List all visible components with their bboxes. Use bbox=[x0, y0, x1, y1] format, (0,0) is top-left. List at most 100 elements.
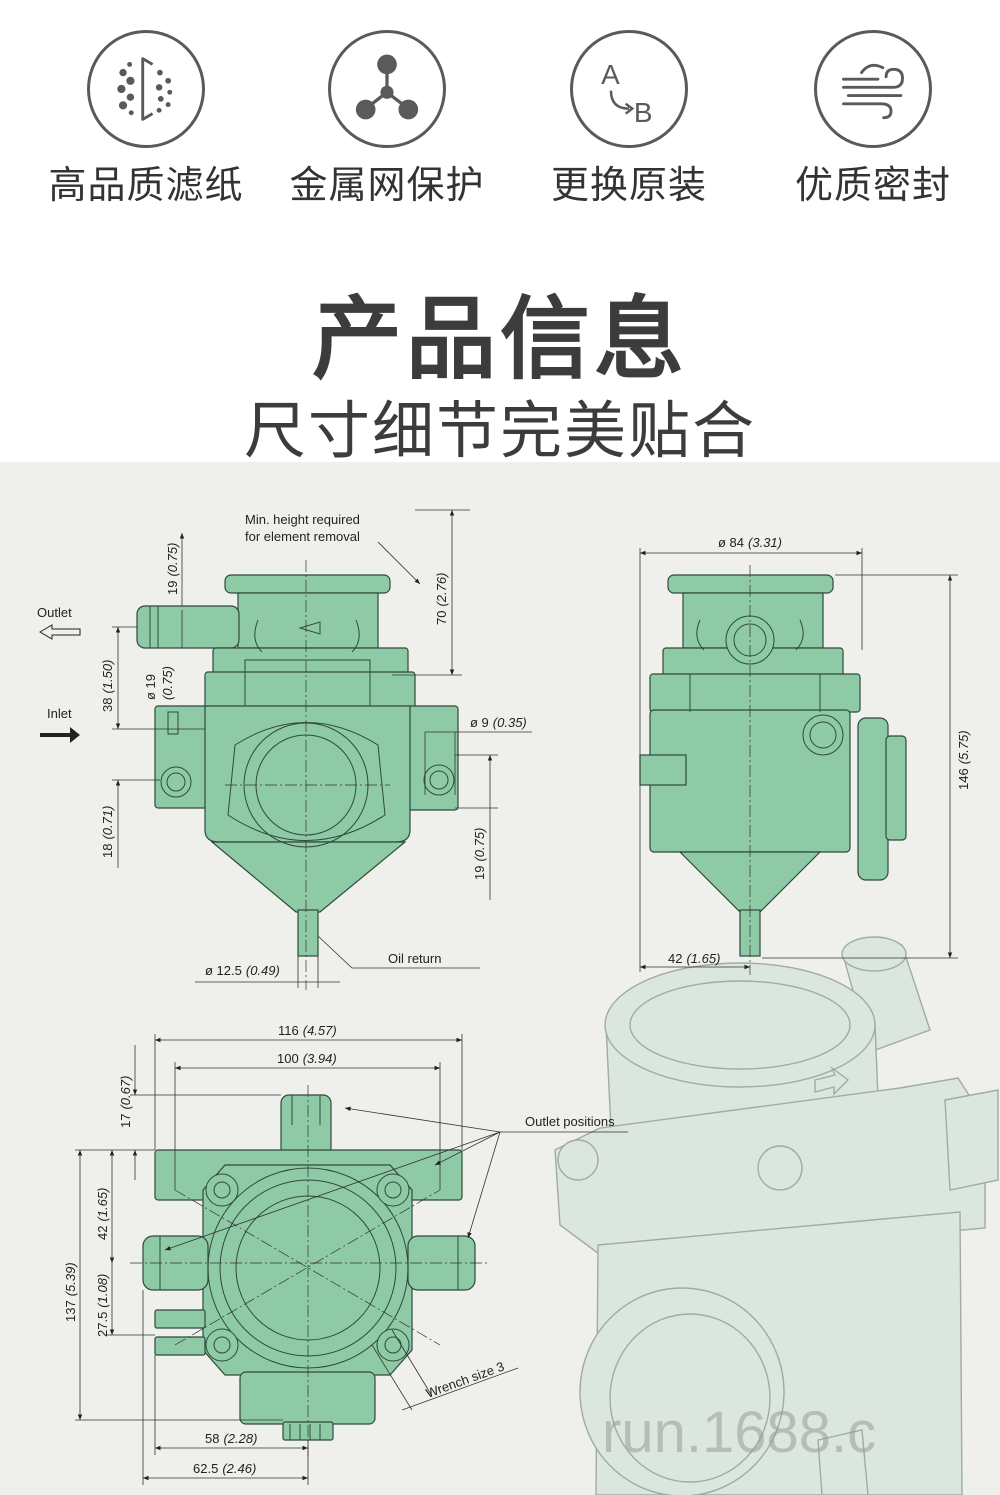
feature-label: 优质密封 bbox=[794, 163, 951, 207]
airflow-icon bbox=[842, 63, 904, 120]
feature-quality-seal: 优质密封 bbox=[753, 30, 993, 208]
feature-label: 金属网保护 bbox=[289, 163, 485, 207]
top-outlet-pipe bbox=[280, 1094, 332, 1158]
flange-recess bbox=[244, 659, 371, 707]
bolt-hole-left-inner bbox=[166, 772, 186, 792]
a-to-b-icon: A B bbox=[601, 59, 653, 128]
leader-line bbox=[344, 1106, 501, 1133]
render-bolt-left bbox=[557, 1139, 599, 1181]
bolt-hole-right bbox=[423, 764, 455, 796]
bolt-hole bbox=[213, 1336, 231, 1354]
side-view-labels: ø 84(3.31) 146(5.75) 42(1.65) bbox=[668, 535, 971, 966]
render-bolt-center bbox=[757, 1145, 803, 1191]
top-view-dimension-lines bbox=[75, 1034, 628, 1485]
technical-drawing: run.1688.c bbox=[37, 509, 999, 1495]
drain-nut bbox=[239, 1371, 376, 1425]
icon-letter-b: B bbox=[634, 97, 653, 128]
render-top-pipe-end bbox=[841, 936, 907, 972]
feature-label: 高品质滤纸 bbox=[48, 163, 244, 207]
render-drain bbox=[817, 1429, 869, 1495]
inlet-pipe-upper bbox=[154, 1309, 206, 1329]
flow-arrow-mark bbox=[298, 621, 321, 635]
feature-metal-mesh: 金属网保护 bbox=[267, 30, 507, 208]
page-title: 产品信息 bbox=[312, 287, 688, 392]
icon-circle: A B bbox=[570, 30, 688, 148]
dim-body-diameter: ø 84(3.31) bbox=[718, 535, 782, 550]
page-subtitle: 尺寸细节完美贴合 bbox=[243, 394, 756, 467]
leader-line bbox=[434, 1131, 501, 1166]
icon-letter-a: A bbox=[601, 59, 620, 90]
top-view-centerlines bbox=[130, 1085, 490, 1460]
side-view-dimension-lines bbox=[639, 548, 958, 972]
body-fin bbox=[254, 619, 263, 653]
lower-flange bbox=[649, 673, 861, 713]
main-body bbox=[204, 705, 411, 843]
bottom-cone bbox=[210, 841, 407, 913]
feature-filter-paper: 高品质滤纸 bbox=[26, 30, 266, 208]
outlet-label: Outlet bbox=[37, 605, 72, 620]
dim-return-diameter: ø 12.5(0.49) bbox=[205, 963, 280, 978]
top-view: 116(4.57) 100(3.94) 17(0.67) 42(1.65) 13… bbox=[63, 1023, 628, 1485]
wrench-leader-line bbox=[401, 1367, 519, 1411]
upper-body bbox=[237, 592, 379, 649]
oil-return-spout bbox=[297, 909, 319, 957]
dim-overall-depth: 137(5.39) bbox=[63, 1262, 78, 1322]
outlet-arrow-icon bbox=[39, 624, 81, 640]
dim-flange-to-center: 42(1.65) bbox=[95, 1188, 110, 1240]
upper-flange bbox=[212, 647, 409, 675]
render-arrow-mark bbox=[814, 1065, 850, 1096]
wrench-extension-line bbox=[371, 1344, 413, 1411]
top-cap bbox=[224, 574, 391, 594]
front-view-dimension-lines bbox=[39, 509, 532, 988]
inlet-pipe-lower bbox=[154, 1336, 206, 1356]
top-cap bbox=[667, 574, 834, 594]
body-fin bbox=[795, 619, 804, 651]
inlet-stub bbox=[167, 711, 179, 735]
inlet-port bbox=[802, 714, 844, 756]
dim-pipe-diameter-inch: (0.75) bbox=[160, 666, 175, 700]
right-lug bbox=[407, 705, 459, 811]
dim-mount-offset: 19(0.75) bbox=[472, 828, 487, 880]
render-cap-ring bbox=[629, 980, 851, 1070]
icon-circle bbox=[87, 30, 205, 148]
bolt-hole bbox=[384, 1181, 402, 1199]
centerline-diagonal bbox=[174, 1189, 441, 1346]
inlet-label: Inlet bbox=[47, 706, 72, 721]
body-fin bbox=[351, 619, 360, 653]
render-cap bbox=[604, 962, 876, 1088]
dim-total-height: 146(5.75) bbox=[956, 730, 971, 790]
filter-paper-icon bbox=[117, 57, 173, 121]
centerline-diagonal bbox=[174, 1189, 441, 1346]
bolt-boss bbox=[205, 1328, 239, 1362]
render-side-pipe bbox=[944, 1089, 999, 1191]
dim-pipe-length: 17(0.67) bbox=[118, 1076, 133, 1128]
dim-removal-height: 70(2.76) bbox=[434, 573, 449, 625]
front-view-centerlines bbox=[225, 560, 390, 990]
inlet-slot bbox=[639, 754, 687, 786]
inlet-arrow-icon bbox=[40, 727, 80, 743]
left-lug bbox=[154, 705, 208, 809]
leader-line bbox=[467, 1131, 501, 1239]
product-render bbox=[554, 936, 999, 1495]
dim-center-offset: 58(2.28) bbox=[205, 1431, 257, 1446]
side-view: ø 84(3.31) 146(5.75) 42(1.65) bbox=[639, 535, 971, 975]
icon-circle bbox=[814, 30, 932, 148]
oil-return-label: Oil return bbox=[388, 951, 441, 966]
leader-line bbox=[164, 1131, 501, 1251]
port-shield bbox=[227, 722, 386, 841]
outlet-pipe bbox=[136, 605, 240, 649]
bolt-hole-right-inner bbox=[429, 770, 449, 790]
bolt-hole-left bbox=[160, 766, 192, 798]
dim-inlet-offset: 18(0.71) bbox=[100, 806, 115, 858]
body-fin bbox=[696, 619, 705, 651]
side-plate bbox=[857, 717, 889, 881]
leader-line bbox=[317, 935, 480, 969]
front-view: Min. height required for element removal… bbox=[37, 509, 532, 990]
outlet-positions-label: Outlet positions bbox=[525, 1114, 615, 1129]
dim-return-offset: 42(1.65) bbox=[668, 951, 720, 966]
render-front-port bbox=[579, 1287, 785, 1495]
dim-hole-spacing: 100(3.94) bbox=[277, 1051, 337, 1066]
front-view-labels: Min. height required for element removal… bbox=[37, 512, 527, 978]
bolt-boss bbox=[376, 1328, 410, 1362]
dim-outlet-to-inlet: 38(1.50) bbox=[100, 660, 115, 712]
